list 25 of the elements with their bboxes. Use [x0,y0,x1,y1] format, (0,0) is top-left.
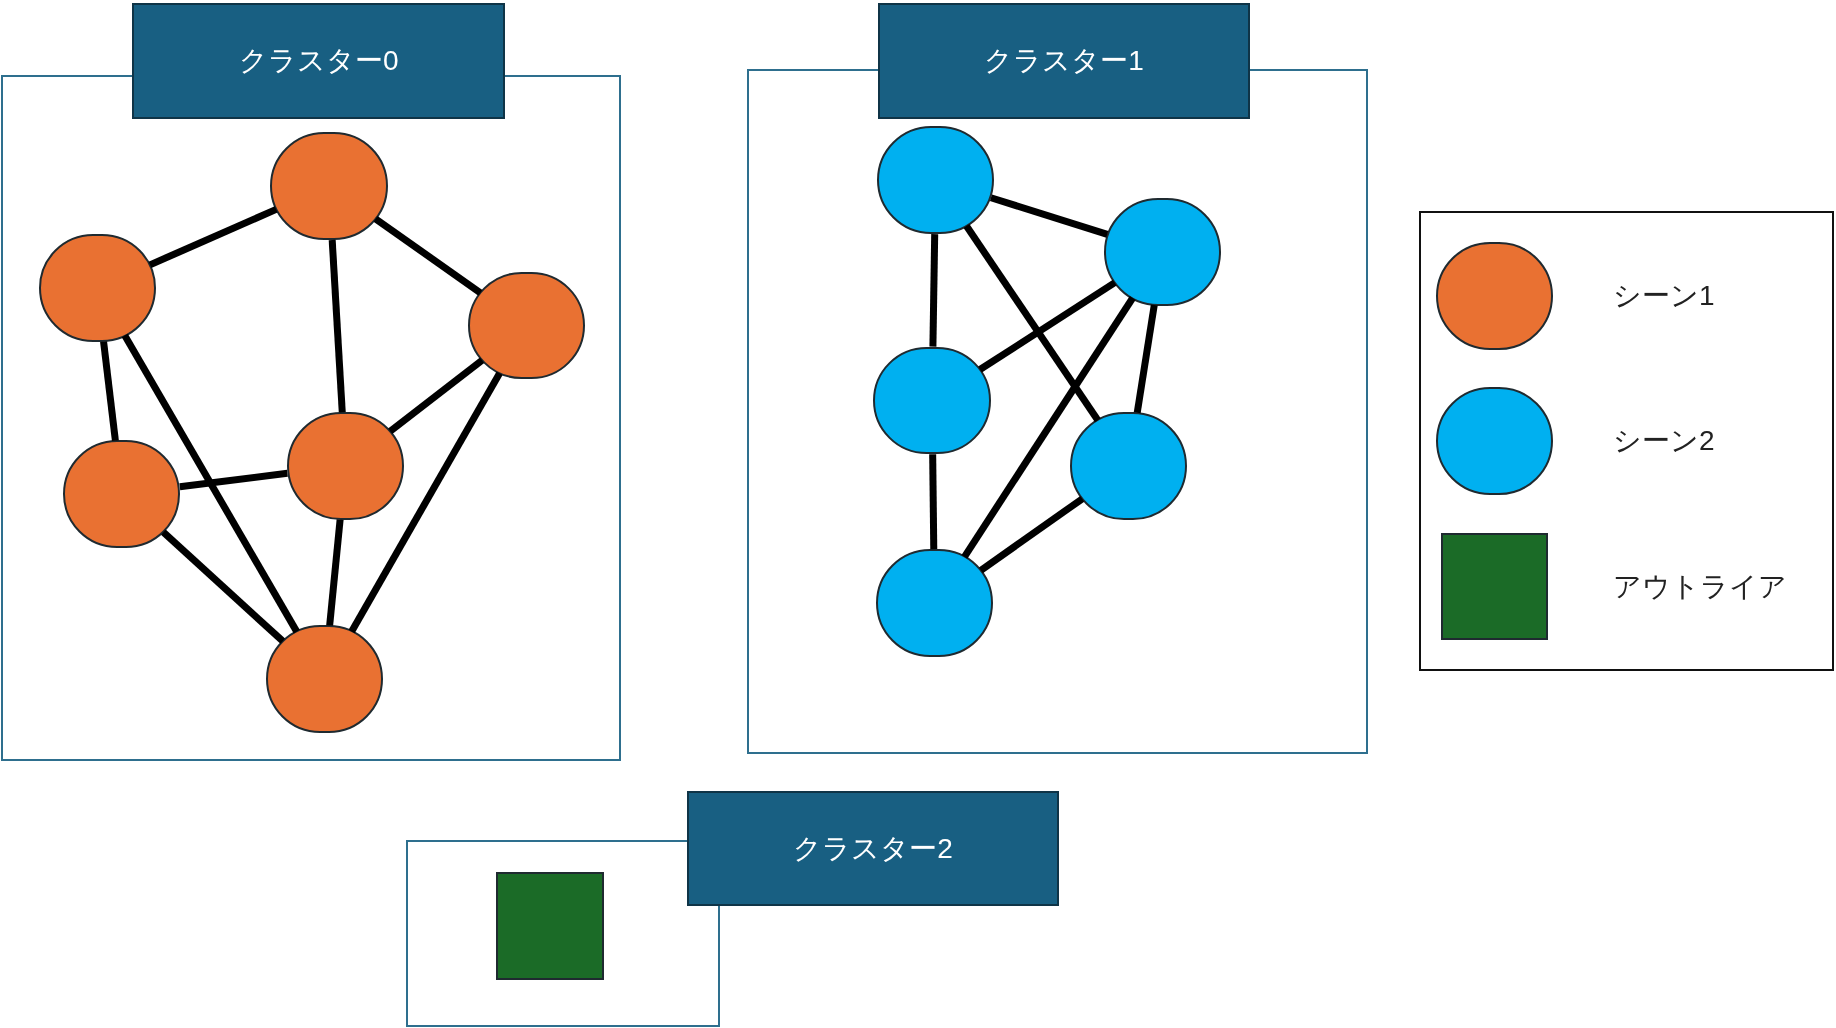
connector-line [160,529,286,644]
connector-line [963,224,1101,423]
legend-label: シーン1 [1613,278,1715,313]
connector-line [961,296,1136,559]
outlier-square [496,872,605,981]
connector-line [348,371,503,634]
connector-line [989,194,1109,238]
connector-line [148,206,278,269]
cluster-header: クラスター1 [877,3,1251,120]
connector-line [978,279,1117,373]
cluster-header: クラスター2 [686,791,1060,906]
connector-line [929,454,938,550]
connector-line [121,333,300,634]
cluster-header: クラスター0 [131,3,506,120]
connector-line [388,357,485,435]
connector-line [179,469,288,491]
legend-label: アウトライア [1613,569,1787,604]
connector-line [1133,304,1158,414]
connector-line [978,495,1085,574]
connector-line [328,239,346,413]
connector-line [326,519,344,626]
connector-line [100,341,119,441]
connector-line [929,234,939,347]
connector-line [373,216,483,296]
legend-label: シーン2 [1613,424,1715,459]
